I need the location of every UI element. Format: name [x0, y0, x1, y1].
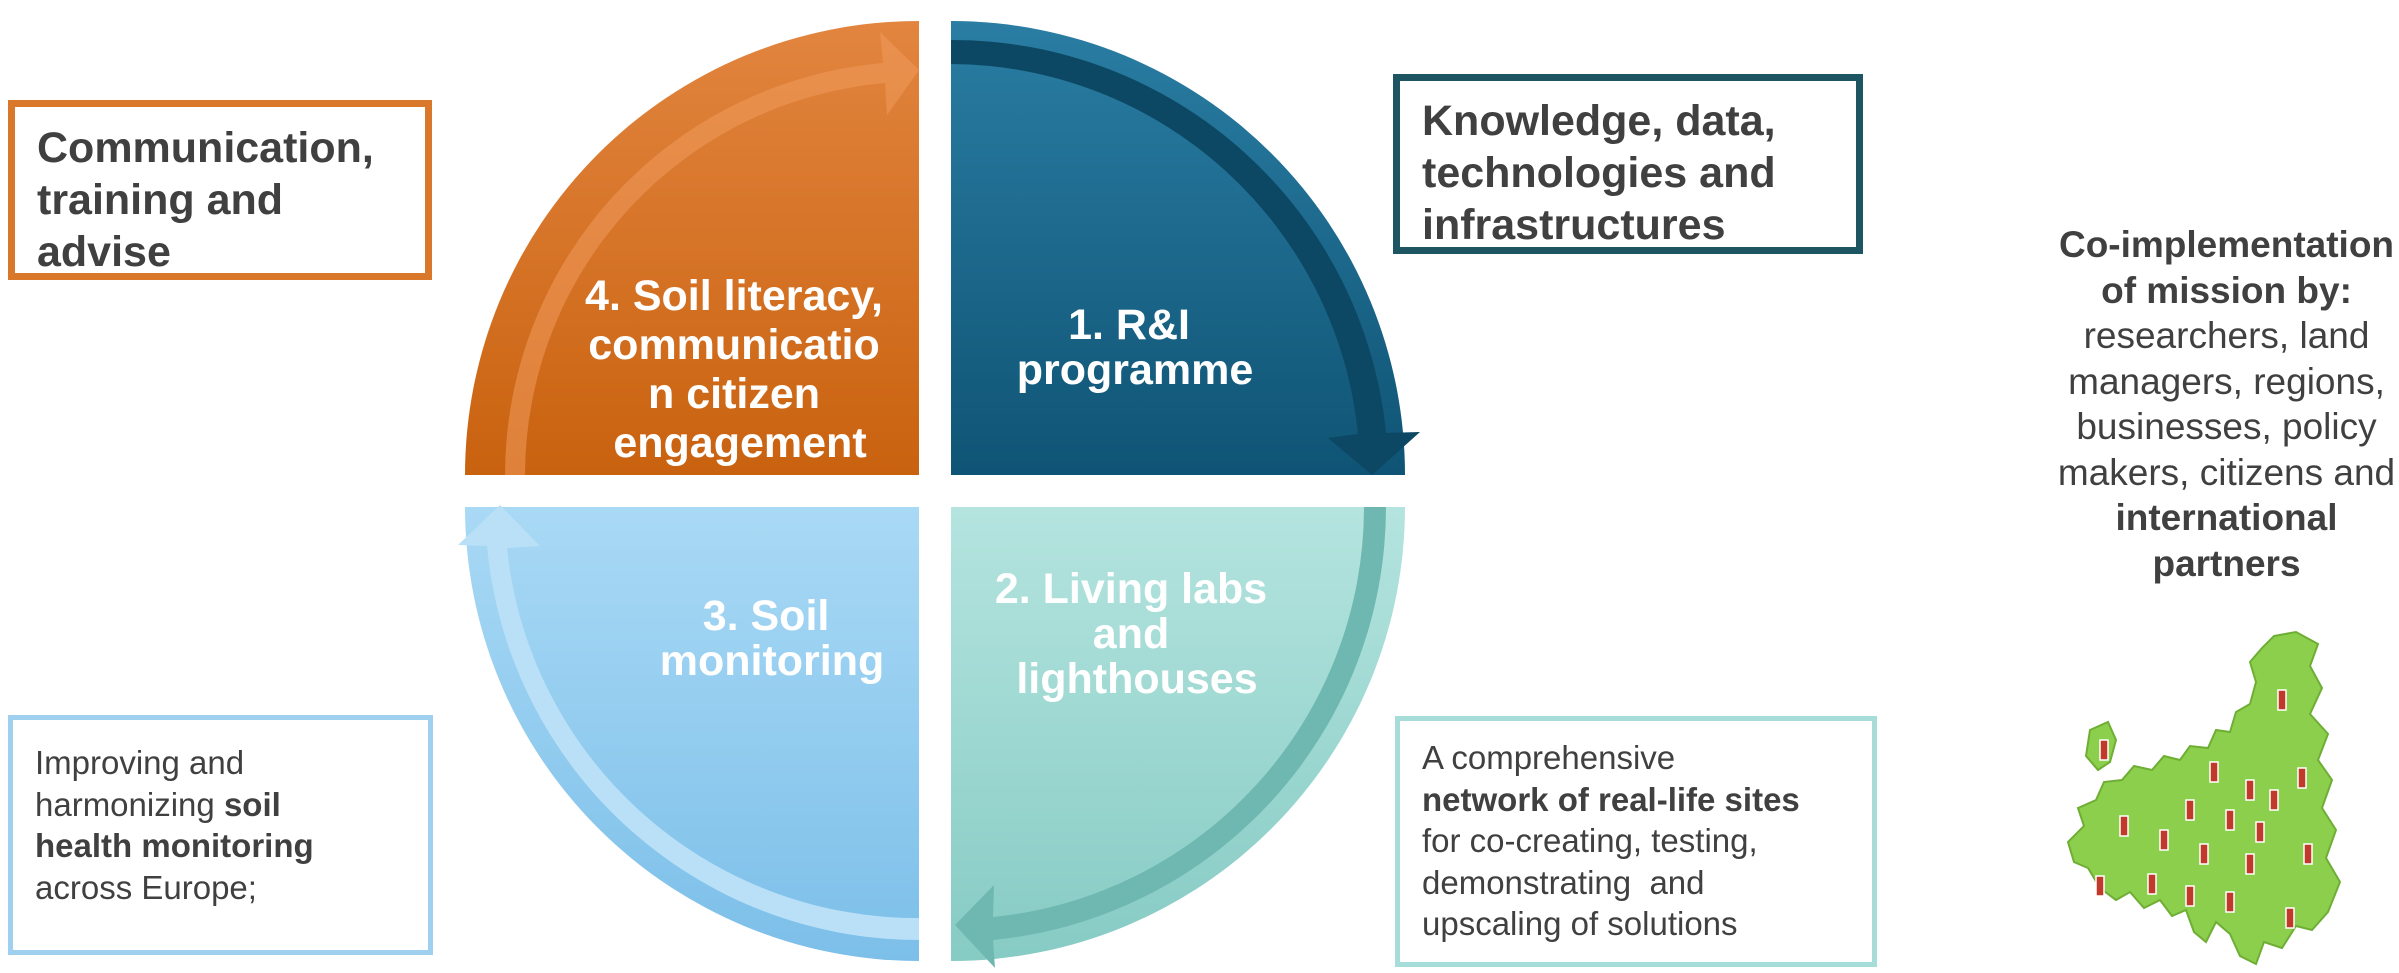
europe-map-shape [2066, 630, 2342, 966]
quadrant-1-rni-programme [951, 21, 1405, 475]
lighthouse-icon [2119, 815, 2129, 837]
network-line-4: demonstrating and [1422, 863, 1705, 901]
lighthouse-icon [2285, 907, 2295, 929]
quadrant-4-soil-literacy [465, 21, 919, 475]
lighthouse-icon [2199, 843, 2209, 865]
lighthouse-icon [2255, 821, 2265, 843]
lighthouse-icon [2269, 789, 2279, 811]
network-line-3: for co-creating, testing, [1422, 822, 1758, 860]
knowledge-line-3: infrastructures [1422, 201, 1726, 250]
quadrant-4-label: 4. Soil literacy, communicatio n citizen… [585, 272, 895, 467]
side-line-3: businesses, policy [2076, 406, 2377, 447]
side-line-1: researchers, land [2083, 315, 2370, 356]
communication-line-2: training and [37, 176, 284, 225]
side-bold-3: international [2115, 497, 2338, 538]
quadrant-2-label: 2. Living labs and lighthouses [995, 565, 1279, 703]
quadrant-2-living-labs [951, 507, 1405, 961]
lighthouse-icon [2095, 875, 2105, 897]
co-implementation-text: Co-implementation of mission by: researc… [2054, 222, 2399, 586]
arrow-1-to-2 [951, 39, 1420, 475]
network-line-2: network of real-life sites [1422, 780, 1800, 818]
lighthouse-icon [2245, 779, 2255, 801]
lighthouse-icon [2185, 799, 2195, 821]
arrow-4-to-1 [505, 32, 919, 475]
side-bold-2: of mission by: [2101, 269, 2352, 311]
lighthouse-icon [2225, 891, 2235, 913]
side-bold-1: Co-implementation [2058, 224, 2395, 265]
network-line-5: upscaling of solutions [1422, 905, 1738, 943]
lighthouse-icon [2297, 767, 2307, 789]
monitoring-line-4: across Europe; [35, 868, 257, 906]
quadrant-3-soil-monitoring [465, 507, 919, 961]
network-box: A comprehensive network of real-life sit… [1395, 716, 1877, 967]
lighthouse-icon [2147, 873, 2157, 895]
quadrant-1-label: 1. R&I programme [1017, 301, 1254, 394]
lighthouse-icon [2209, 761, 2219, 783]
lighthouse-icons [2095, 689, 2313, 929]
lighthouse-icon [2185, 885, 2195, 907]
network-line-1: A comprehensive [1422, 739, 1676, 776]
knowledge-line-1: Knowledge, data, [1422, 97, 1776, 145]
knowledge-line-2: technologies and [1422, 149, 1776, 198]
monitoring-line-3: health monitoring [35, 827, 314, 865]
arrow-2-to-3 [955, 507, 1386, 968]
communication-line-1: Communication, [37, 124, 374, 172]
lighthouse-icon [2159, 829, 2169, 851]
arrow-3-to-4 [458, 505, 919, 940]
communication-line-3: advise [37, 228, 171, 277]
side-line-2: managers, regions, [2068, 360, 2385, 402]
side-line-4: makers, citizens and [2057, 451, 2396, 493]
lighthouse-icon [2277, 689, 2287, 711]
lighthouse-icon [2245, 853, 2255, 875]
lighthouse-icon [2303, 843, 2313, 865]
lighthouse-icon [2225, 809, 2235, 831]
side-bold-4: partners [2152, 542, 2301, 584]
lighthouse-icon [2099, 739, 2109, 761]
knowledge-box: Knowledge, data, technologies and infras… [1393, 74, 1863, 254]
europe-lighthouse-map [2066, 630, 2342, 966]
quadrant-3-label: 3. Soil monitoring [660, 592, 885, 685]
soil-mission-cycle-diagram: 4. Soil literacy, communicatio n citizen… [458, 21, 1420, 968]
communication-box: Communication, training and advise [8, 100, 432, 280]
monitoring-box: Improving and harmonizing soil health mo… [8, 715, 433, 955]
monitoring-line-1: Improving and [35, 744, 245, 781]
monitoring-line-2: harmonizing soil [35, 785, 281, 823]
